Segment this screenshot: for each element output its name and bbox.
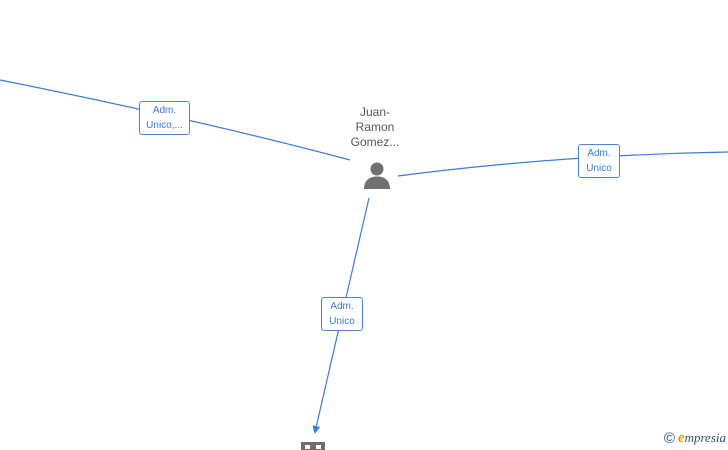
edge-label-right[interactable]: Adm. Unico <box>578 144 620 178</box>
person-name-line: Ramon <box>355 120 395 134</box>
person-name-line: Juan- <box>359 105 391 119</box>
copyright-symbol: © <box>663 429 675 447</box>
edge-label-line: Adm. <box>152 105 177 116</box>
brand-initial: e <box>677 429 685 446</box>
edge-label-line: Unico,... <box>146 120 183 131</box>
person-name[interactable]: Juan- Ramon Gomez... <box>336 105 414 150</box>
edge-label-line: Unico <box>329 316 355 327</box>
edge-right[interactable] <box>397 151 728 177</box>
edge-label-line: Adm. <box>330 301 354 312</box>
edge-label-left[interactable]: Adm. Unico,... <box>139 101 190 135</box>
empresia-watermark: © empresia <box>664 429 726 447</box>
person-name-line: Gomez... <box>350 135 400 149</box>
building-icon[interactable] <box>301 442 325 450</box>
brand-rest: mpresia <box>684 429 726 445</box>
edge-label-down[interactable]: Adm. Unico <box>321 297 363 331</box>
edge-label-line: Adm. <box>587 148 611 159</box>
person-icon[interactable] <box>362 160 392 190</box>
brand-logo: empresia <box>678 430 726 447</box>
edge-label-line: Unico <box>586 163 612 174</box>
